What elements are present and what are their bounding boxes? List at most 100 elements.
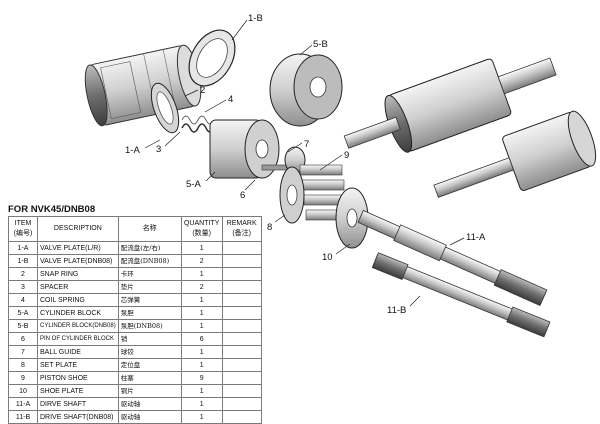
cell-item: 2: [8, 267, 38, 281]
cell-remark: [221, 241, 262, 255]
cell-item: 8: [8, 358, 38, 372]
cell-item: 4: [8, 293, 38, 307]
cell-description: COIL SPRING: [37, 293, 119, 307]
cell-quantity: 1: [180, 241, 223, 255]
callout-8: 8: [267, 222, 272, 233]
cell-name: 柱塞: [117, 371, 182, 385]
callout-9: 9: [344, 150, 349, 161]
callout-2: 2: [200, 85, 205, 96]
cell-item: 11-B: [8, 410, 38, 424]
cylinder-block-5b: [269, 53, 343, 127]
cell-description: VALVE PLATE(DNB08): [37, 254, 119, 268]
cell-description: SNAP RING: [37, 267, 119, 281]
cell-item: 1-B: [8, 254, 38, 268]
cell-quantity: 1: [180, 397, 223, 411]
cell-name: 球铰: [117, 345, 182, 359]
cell-description: SET PLATE: [37, 358, 119, 372]
cell-remark: [221, 267, 262, 281]
cylinder-block-5a: [209, 119, 280, 179]
cell-item: 6: [8, 332, 38, 346]
cell-description: CYLINDER BLOCK: [37, 306, 119, 320]
header-quantity-sub: (数量): [192, 230, 212, 237]
cell-quantity: 1: [180, 410, 223, 424]
header-item-label: ITEM: [14, 220, 32, 227]
callout-10: 10: [322, 252, 333, 263]
cell-remark: [221, 410, 262, 424]
header-remark: REMARK(备注): [221, 216, 262, 242]
cell-quantity: 1: [180, 319, 223, 333]
callout-5b: 5-B: [313, 39, 328, 50]
cell-quantity: 1: [180, 267, 223, 281]
header-item-sub: (编号): [13, 230, 33, 237]
cell-name: 铜片: [117, 384, 182, 398]
cell-item: 11-A: [8, 397, 38, 411]
cell-quantity: 2: [180, 280, 223, 294]
cell-name: 泵胆: [117, 306, 182, 320]
header-name-label: 名称: [142, 225, 157, 232]
callout-1a: 1-A: [125, 145, 140, 156]
cell-description: DRIVE SHAFT(DNB08): [37, 410, 119, 424]
cell-description: CYLINDER BLOCK(DNB08): [37, 319, 119, 333]
cell-item: 7: [8, 345, 38, 359]
snap-ring-spacer-spring: [150, 82, 215, 134]
cell-item: 5-A: [8, 306, 38, 320]
header-quantity: QUANTITY (数量): [180, 216, 223, 242]
header-remark-label: REMARK: [226, 220, 257, 227]
callout-11b: 11-B: [387, 305, 406, 316]
table-header-row: ITEM (编号) DESCRIPTION 名称 QUANTITY (数量) REM…: [8, 216, 262, 242]
callout-5a: 5-A: [186, 179, 201, 190]
cell-quantity: 6: [180, 332, 223, 346]
cell-description: VALVE PLATE(L/R): [37, 241, 119, 255]
cell-remark: [221, 358, 262, 372]
cell-item: 1-A: [8, 241, 38, 255]
cell-remark: [221, 345, 262, 359]
header-quantity-label: QUANTITY: [183, 220, 220, 227]
cell-quantity: 2: [180, 254, 223, 268]
cell-remark: [221, 319, 262, 333]
cell-description: SHOE PLATE: [37, 384, 119, 398]
cell-remark: [221, 384, 262, 398]
cell-name: 垫片: [117, 280, 182, 294]
cell-name: 配流盘(DNB08): [117, 254, 182, 268]
cell-description: PISTON SHOE: [37, 371, 119, 385]
cell-remark: [221, 280, 262, 294]
parts-table: ITEM (编号) DESCRIPTION 名称 QUANTITY (数量) REM…: [8, 216, 262, 424]
cell-name: 卡环: [117, 267, 182, 281]
cell-quantity: 1: [180, 358, 223, 372]
cell-quantity: 9: [180, 371, 223, 385]
drive-shaft-11b: [371, 252, 551, 338]
cell-item: 3: [8, 280, 38, 294]
cell-item: 9: [8, 371, 38, 385]
assembled-cylinder-left: [84, 44, 202, 127]
header-description-label: DESCRIPTION: [53, 225, 102, 232]
cell-remark: [221, 371, 262, 385]
cell-name: 驱动轴: [117, 410, 182, 424]
assembled-cylinder-right-upper: [343, 57, 557, 153]
cell-name: 定位盘: [117, 358, 182, 372]
cell-name: 配流盘(左/右): [117, 241, 182, 255]
cell-remark: [221, 332, 262, 346]
header-description: DESCRIPTION: [37, 216, 119, 242]
header-item: ITEM (编号): [8, 216, 38, 242]
cell-quantity: 1: [180, 306, 223, 320]
cell-name: 销: [117, 332, 182, 346]
callout-7: 7: [304, 139, 309, 150]
cell-name: 芯弹簧: [117, 293, 182, 307]
callout-3: 3: [156, 144, 161, 155]
cell-quantity: 1: [180, 384, 223, 398]
table-title: FOR NVK45/DNB08: [8, 204, 96, 215]
cell-quantity: 1: [180, 345, 223, 359]
valve-plate-1b: [188, 29, 236, 87]
piston-shoes-set-plate: [279, 164, 349, 224]
cell-remark: [221, 306, 262, 320]
callout-4: 4: [228, 94, 233, 105]
